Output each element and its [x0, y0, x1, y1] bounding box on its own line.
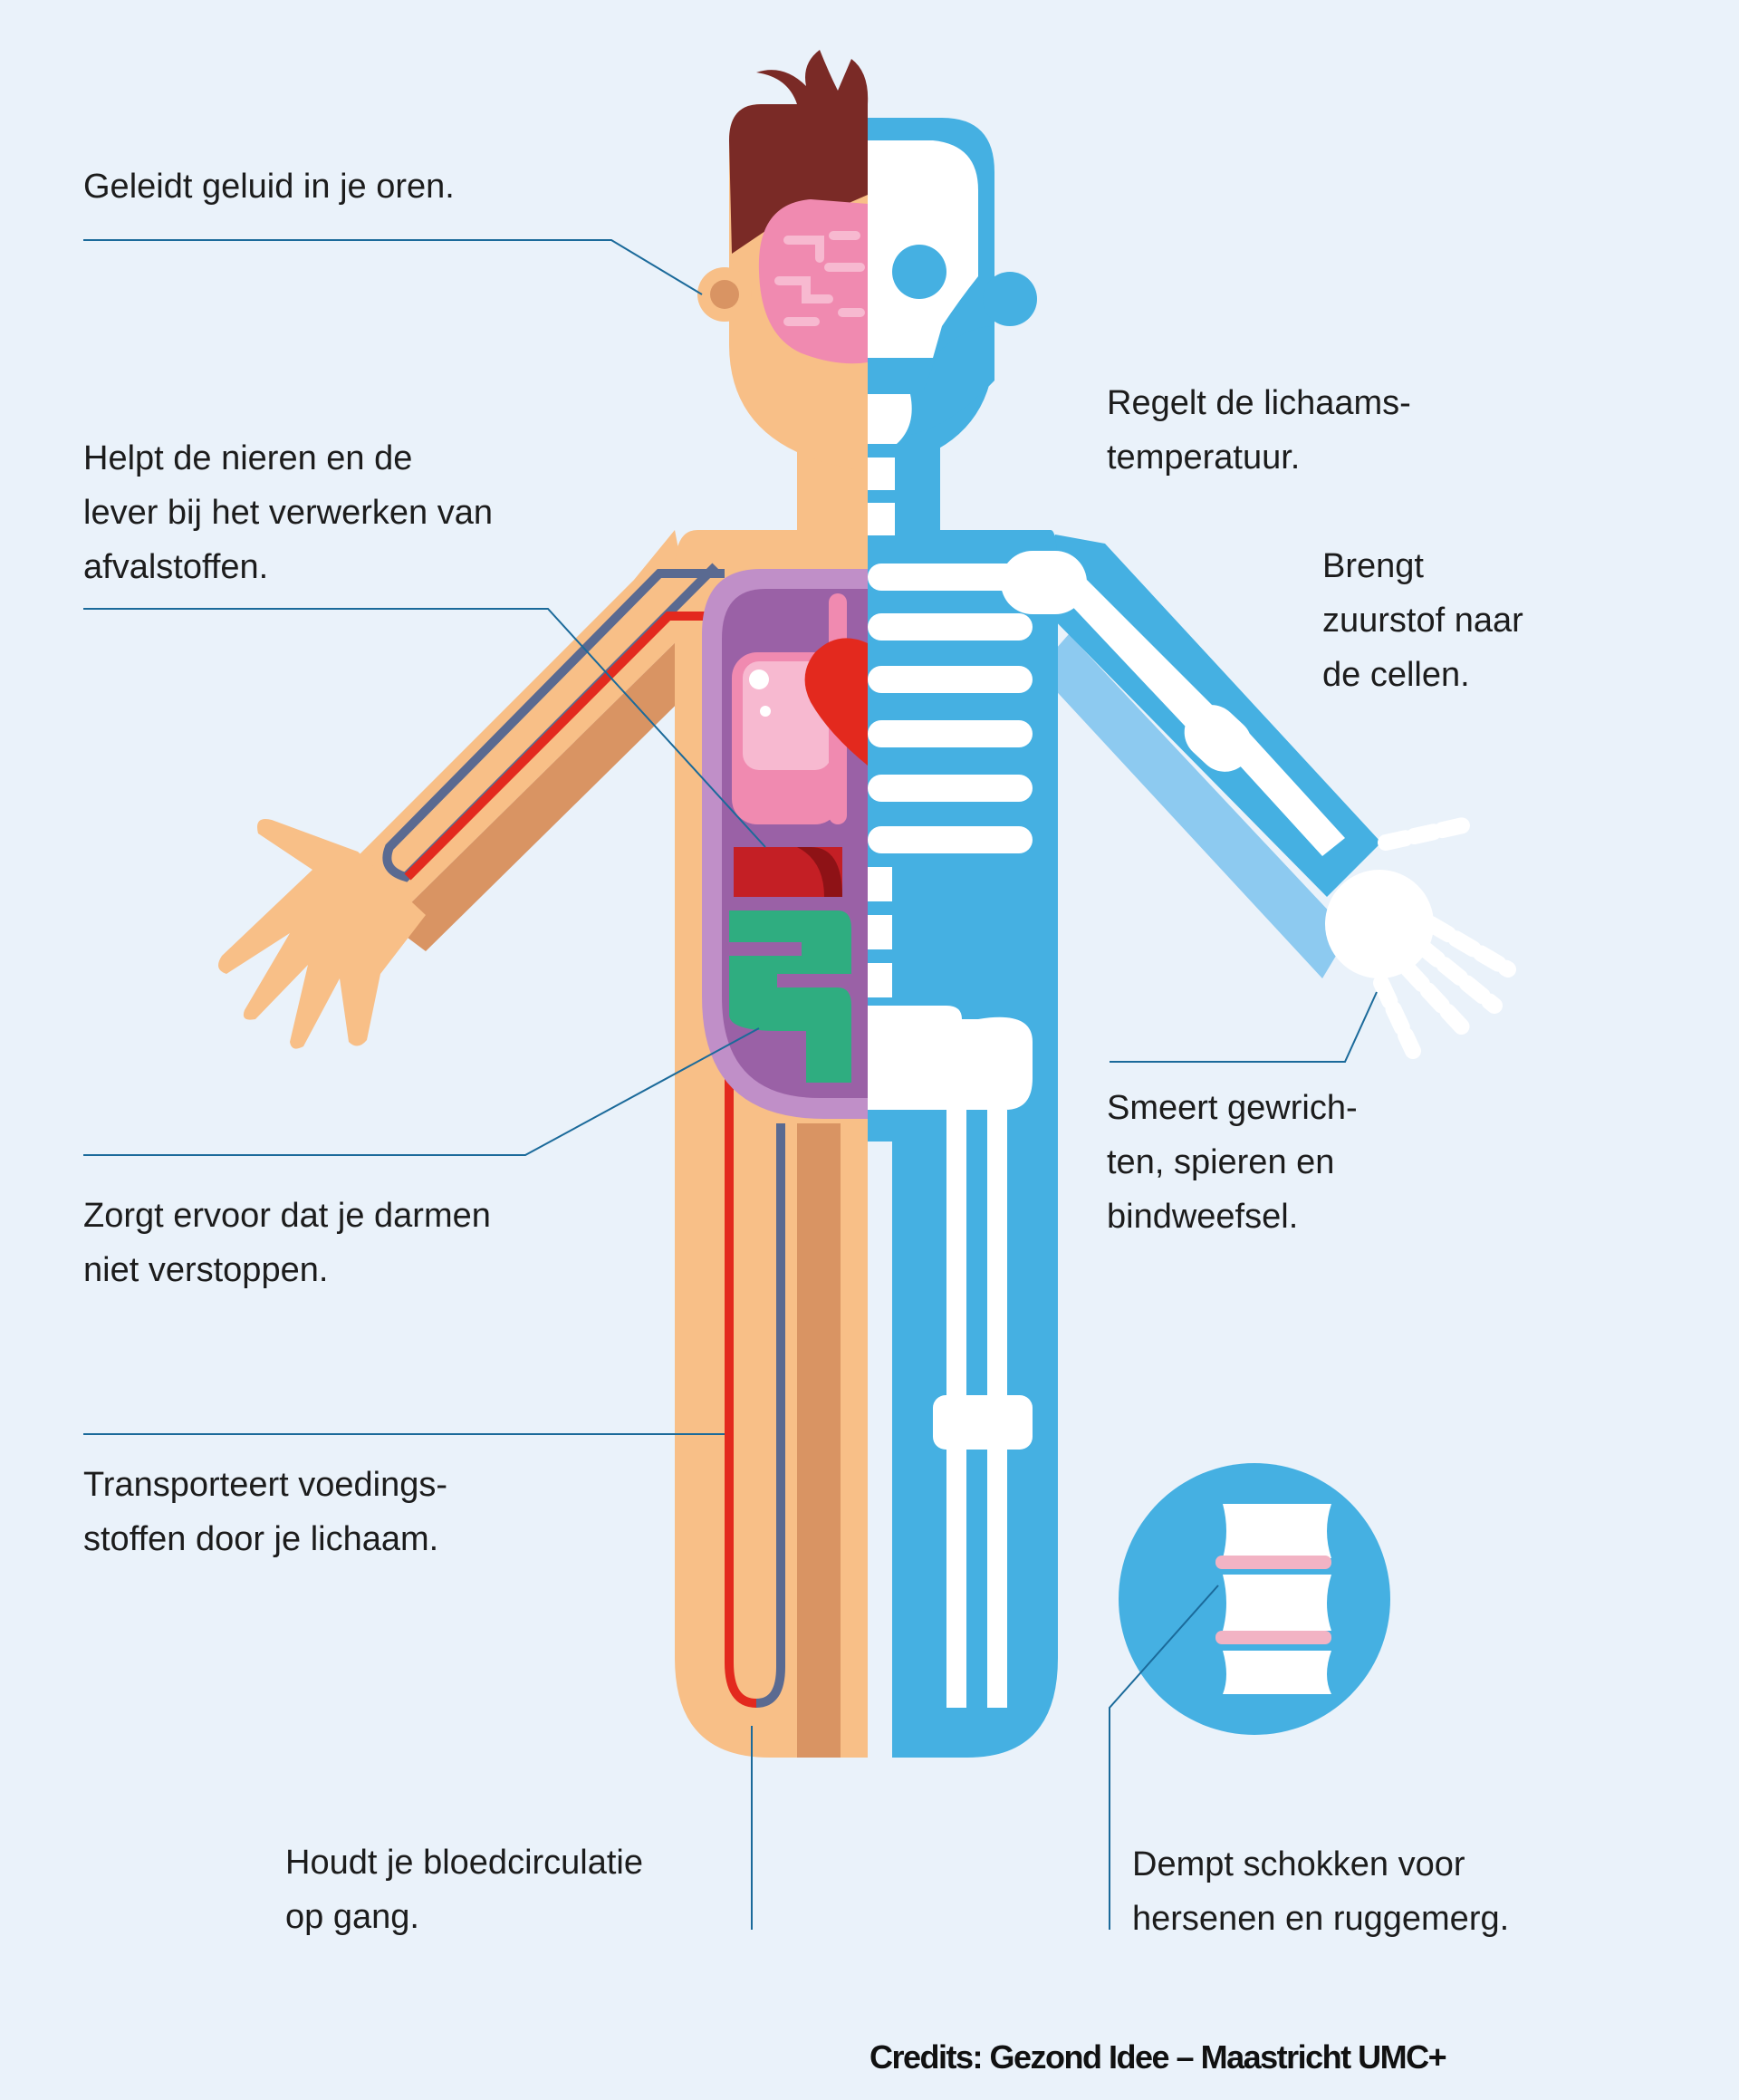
tibia [946, 1450, 966, 1708]
heart [804, 638, 868, 766]
label-line: de cellen. [1322, 656, 1470, 694]
label-line: Dempt schokken voor [1132, 1845, 1465, 1883]
teeth [868, 394, 912, 444]
label-line: stoffen door je lichaam. [83, 1520, 439, 1558]
left-leg-shadow [797, 1123, 841, 1758]
label-line: bindweefsel. [1107, 1198, 1299, 1236]
finger-bones-4 [1373, 975, 1421, 1059]
label-line: Transporteert voedings- [83, 1466, 448, 1504]
left-hand [218, 819, 426, 1049]
hair [729, 50, 869, 254]
label-nutrients: Transporteert voedings- stoffen door je … [83, 1458, 447, 1566]
pelvis [868, 1006, 1033, 1110]
label-line: Smeert gewrich- [1107, 1089, 1358, 1127]
forearm-bone [1227, 734, 1345, 856]
leader-ears [83, 239, 703, 295]
label-line: Helpt de nieren en de [83, 439, 413, 477]
vein-line [382, 563, 725, 882]
label-line: Brengt [1322, 547, 1424, 585]
left-ear-inner [710, 280, 739, 309]
rib-5 [868, 775, 1033, 802]
leader-intestines [83, 1027, 760, 1156]
left-body-half [218, 50, 870, 1758]
label-line: temperatuur. [1107, 438, 1301, 477]
femur-outer [987, 1110, 1007, 1445]
left-arm-shadow [389, 625, 716, 951]
liver-dark [797, 847, 842, 897]
label-line: ten, spieren en [1107, 1143, 1335, 1181]
lung-dot-small [760, 706, 771, 717]
vertebra-top [1223, 1504, 1331, 1558]
label-line: afvalstoffen. [83, 548, 269, 586]
vertebra-middle [1223, 1575, 1331, 1631]
label-line: lever bij het verwerken van [83, 494, 493, 532]
label-circulation: Houdt je bloedcirculatie op gang. [285, 1835, 643, 1944]
palm-bone [1325, 870, 1434, 978]
finger-bones-3 [1423, 916, 1516, 978]
fibula [987, 1450, 1007, 1708]
right-body-half [868, 118, 1516, 1758]
label-line: op gang. [285, 1898, 419, 1936]
rib-3 [868, 666, 1033, 693]
finger-bones-2 [1414, 939, 1503, 1014]
rib-1 [868, 564, 1033, 591]
label-line: Houdt je bloedcirculatie [285, 1844, 644, 1882]
label-line: niet verstoppen. [83, 1251, 329, 1289]
label-line: zuurstof naar [1322, 602, 1523, 640]
spine-detail [1119, 1463, 1390, 1735]
label-temperature: Regelt de lichaams- temperatuur. [1107, 376, 1411, 485]
thumb-bones [1378, 816, 1475, 851]
right-arm-shadow [1037, 634, 1350, 978]
leader-shocks [1109, 1585, 1219, 1930]
rib-4 [868, 720, 1033, 747]
label-joints: Smeert gewrich- ten, spieren en bindweef… [1107, 1081, 1358, 1244]
knee-bone [933, 1395, 1033, 1450]
neck-vertebra-1 [868, 458, 895, 490]
disc-bottom [1215, 1631, 1331, 1644]
lung-dot [749, 669, 769, 689]
vertebra-3 [868, 963, 892, 997]
label-line: Geleidt geluid in je oren. [83, 168, 455, 206]
leader-joints [1110, 991, 1378, 1063]
vein-leg-line [755, 1123, 785, 1708]
label-shocks: Dempt schokken voor hersenen en ruggemer… [1132, 1837, 1509, 1946]
disc-top [1215, 1556, 1331, 1569]
leader-lines [83, 239, 1378, 1930]
vertebra-1 [868, 867, 892, 901]
label-line: Regelt de lichaams- [1107, 384, 1411, 422]
label-ears: Geleidt geluid in je oren. [83, 159, 455, 214]
eye-socket [892, 245, 946, 299]
label-oxygen: Brengt zuurstof naar de cellen. [1322, 539, 1523, 702]
brain-folds [774, 231, 865, 326]
right-ear [983, 272, 1037, 326]
label-intestines: Zorgt ervoor dat je darmen niet verstopp… [83, 1189, 491, 1297]
neck-vertebra-2 [868, 503, 895, 535]
finger-bones-1 [1400, 961, 1475, 1041]
intestines [729, 910, 851, 1083]
label-line: hersenen en ruggemerg. [1132, 1900, 1510, 1938]
credits: Credits: Gezond Idee – Maastricht UMC+ [870, 2038, 1447, 2076]
leader-kidneys [83, 608, 766, 848]
vertebra-bottom [1223, 1651, 1331, 1694]
rib-2 [868, 613, 1033, 641]
vertebra-2 [868, 915, 892, 949]
label-kidneys: Helpt de nieren en de lever bij het verw… [83, 431, 493, 594]
femur-inner [946, 1110, 966, 1445]
label-line: Zorgt ervoor dat je darmen [83, 1197, 491, 1235]
rib-6 [868, 826, 1033, 853]
